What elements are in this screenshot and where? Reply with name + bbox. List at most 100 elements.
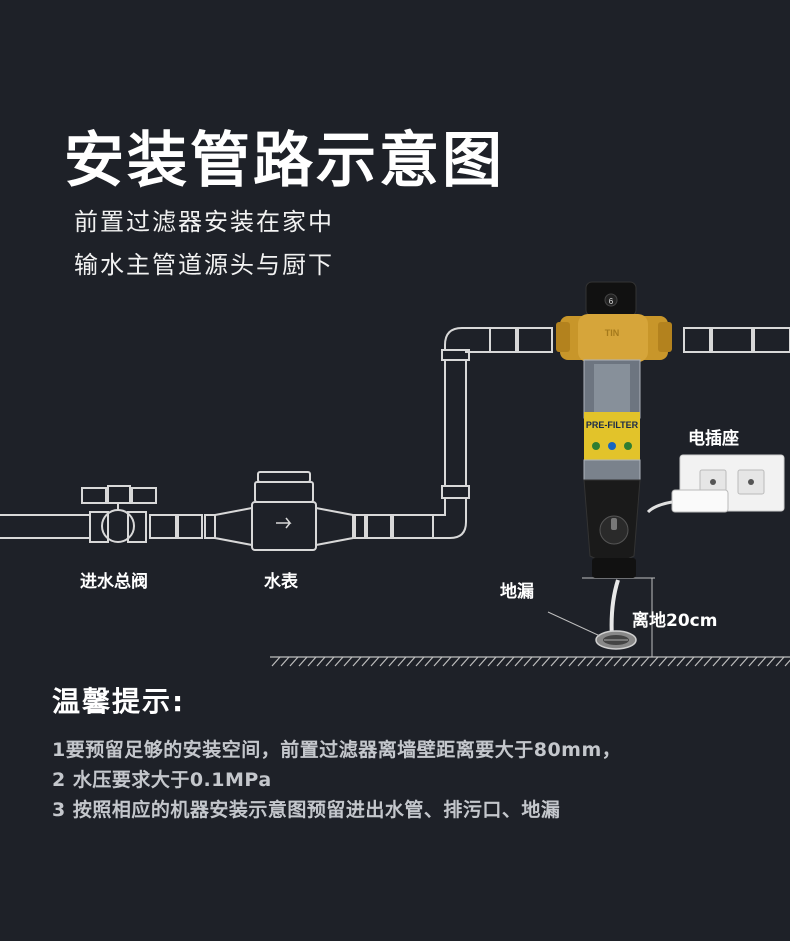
tip-item: 3 按照相应的机器安装示意图预留进出水管、排污口、地漏 [52, 799, 561, 821]
hatch-mark [469, 656, 479, 667]
pipe-segment [392, 514, 434, 539]
hatch-mark [379, 656, 389, 667]
hatch-mark [496, 656, 506, 667]
hatch-mark [757, 656, 767, 667]
hatch-mark [559, 656, 569, 667]
hatch-mark [370, 656, 380, 667]
hatch-mark [730, 656, 740, 667]
hatch-mark [631, 656, 641, 667]
hatch-mark [676, 656, 686, 667]
hatch-mark [775, 656, 785, 667]
hatch-mark [316, 656, 326, 667]
hatch-mark [478, 656, 488, 667]
filter-brand: TIN [605, 328, 620, 338]
hatch-mark [532, 656, 542, 667]
hatch-mark [514, 656, 524, 667]
meter-inlet-taper [214, 506, 253, 547]
hatch-mark [658, 656, 668, 667]
water-meter-label: 水表 [264, 572, 298, 592]
filter-dial-number: 6 [609, 297, 614, 306]
inlet-valve-label: 进水总阀 [80, 572, 148, 592]
hatch-mark [307, 656, 317, 667]
hatch-mark [523, 656, 533, 667]
pipe-coupler [127, 511, 147, 543]
hatch-mark [415, 656, 425, 667]
hatch-mark [442, 656, 452, 667]
filter-label: PRE-FILTER [586, 420, 639, 430]
hatch-mark [406, 656, 416, 667]
hatch-mark [343, 656, 353, 667]
hatch-mark [577, 656, 587, 667]
meter-direction-arrow [276, 517, 292, 529]
hatch-mark [712, 656, 722, 667]
hatch-mark [487, 656, 497, 667]
hatch-mark [460, 656, 470, 667]
hatch-mark [424, 656, 434, 667]
hatch-mark [541, 656, 551, 667]
hatch-mark [703, 656, 713, 667]
pipe-segment [204, 514, 216, 539]
pre-filter: 6 TIN PRE-FILTER [556, 281, 672, 578]
hatch-mark [604, 656, 614, 667]
hatch-mark [739, 656, 749, 667]
valve-handle-right [131, 487, 157, 504]
subtitle-line-1: 前置过滤器安装在家中 [74, 208, 334, 236]
pipe-segment [149, 514, 177, 539]
hatch-mark [721, 656, 731, 667]
hatch-mark [586, 656, 596, 667]
hatch-mark [595, 656, 605, 667]
pipe-segment [683, 327, 711, 353]
hatch-mark [325, 656, 335, 667]
subtitle-line-2: 输水主管道源头与厨下 [74, 251, 334, 279]
floor-drain [595, 630, 637, 650]
hatch-mark [748, 656, 758, 667]
pipe-segment [366, 514, 392, 539]
power-socket [646, 454, 785, 514]
pipe-segment [354, 514, 366, 539]
hatch-mark [550, 656, 560, 667]
hatch-mark [694, 656, 704, 667]
hatch-mark [685, 656, 695, 667]
riser-pipe [444, 360, 467, 486]
tip-item: 1要预留足够的安装空间，前置过滤器离墙壁距离要大于80mm， [52, 739, 622, 761]
hatch-mark [784, 659, 790, 667]
water-meter-body [251, 501, 317, 551]
valve-handle-mid [107, 485, 131, 504]
page-title: 安装管路示意图 [64, 126, 505, 196]
meter-outlet-taper [315, 506, 354, 547]
hatch-mark [568, 656, 578, 667]
floor-line [270, 656, 790, 667]
water-meter-cap [257, 471, 311, 483]
hatch-mark [613, 656, 623, 667]
lower-main-pipe [0, 514, 90, 539]
hatch-mark [766, 656, 776, 667]
elbow-lower [433, 498, 467, 539]
riser-coupler-top [441, 349, 470, 361]
hatch-mark [505, 656, 515, 667]
hatch-mark [622, 656, 632, 667]
floor-drain-label: 地漏 [500, 582, 534, 602]
installation-diagram: 6 TIN PRE-FILTER [0, 281, 790, 667]
hatch-mark [352, 656, 362, 667]
floor-distance-label: 离地20cm [632, 611, 718, 631]
pipe-segment [177, 514, 203, 539]
hatch-mark [397, 656, 407, 667]
pipe-network [0, 327, 790, 551]
tip-item: 2 水压要求大于0.1MPa [52, 769, 272, 791]
pipe-segment [489, 327, 517, 353]
pipe-coupler [89, 511, 109, 543]
hatch-mark [271, 656, 281, 667]
hatch-mark [334, 656, 344, 667]
pipe-segment [753, 327, 790, 353]
riser-coupler [441, 485, 470, 499]
hatch-mark [649, 656, 659, 667]
hatch-mark [451, 656, 461, 667]
hatch-mark [433, 656, 443, 667]
drain-pointer [547, 611, 601, 637]
floor-hatching [271, 656, 790, 667]
hatch-mark [289, 656, 299, 667]
drain-hose [609, 579, 620, 639]
hatch-mark [280, 656, 290, 667]
elbow-upper [444, 327, 490, 353]
